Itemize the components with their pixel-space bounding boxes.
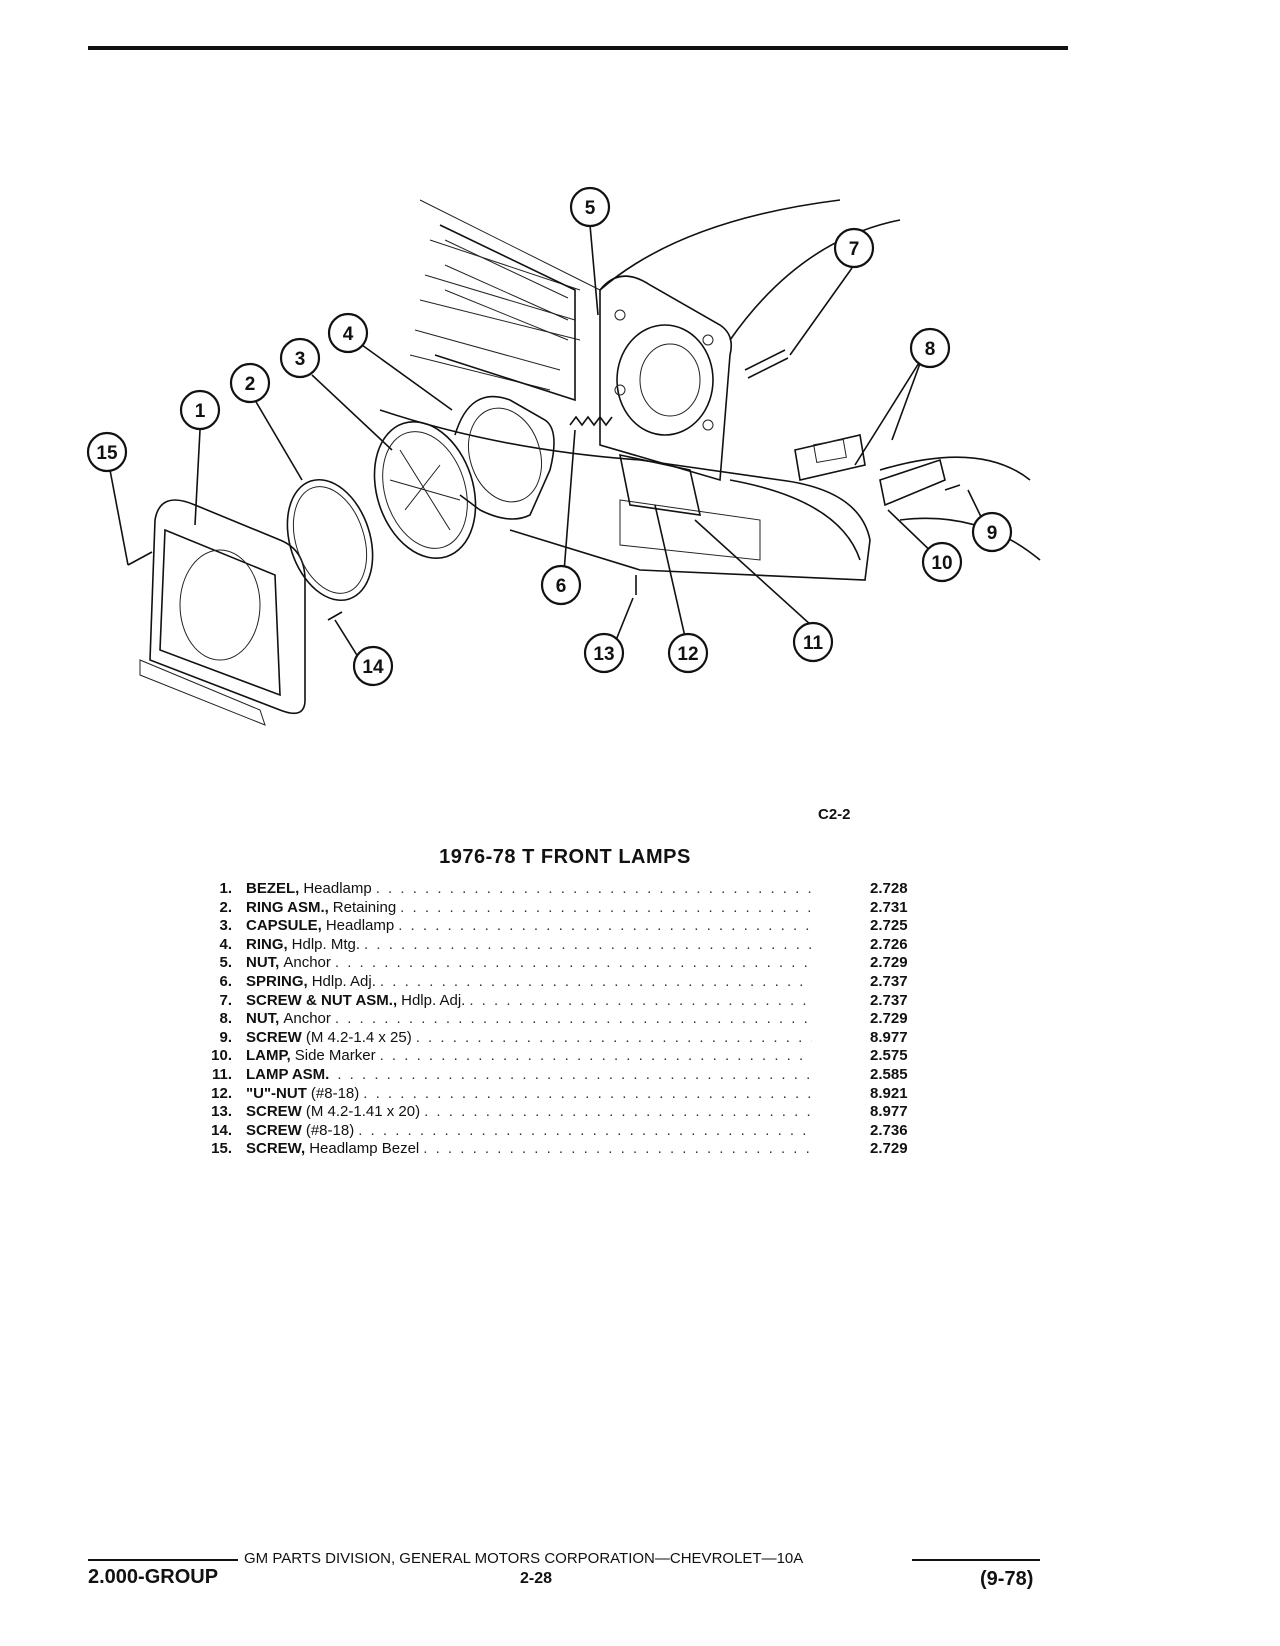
- svg-text:12: 12: [677, 644, 698, 665]
- headlamp-capsule-part: [373, 420, 477, 560]
- svg-text:13: 13: [593, 644, 614, 665]
- svg-text:15: 15: [96, 443, 118, 464]
- list-item: 8.NUT,Anchor2.729: [190, 1010, 950, 1029]
- list-item: 9.SCREW(M 4.2-1.4 x 25)8.977: [190, 1029, 950, 1048]
- list-item: 5.NUT,Anchor2.729: [190, 954, 950, 973]
- list-item: 7.SCREW & NUT ASM.,Hdlp. Adj.2.737: [190, 992, 950, 1011]
- footer-division: GM PARTS DIVISION, GENERAL MOTORS CORPOR…: [244, 1550, 804, 1567]
- vehicle-body: [379, 199, 1041, 581]
- callout-2: 2: [229, 362, 271, 404]
- svg-text:7: 7: [849, 239, 860, 260]
- spring-part: [569, 415, 613, 427]
- list-item: 10.LAMP,Side Marker2.575: [190, 1047, 950, 1066]
- callout-5: 5: [569, 186, 611, 228]
- list-item: 15.SCREW,Headlamp Bezel2.729: [190, 1140, 950, 1159]
- svg-text:9: 9: [987, 523, 998, 544]
- list-item: 2.RING ASM.,Retaining2.731: [190, 899, 950, 918]
- svg-text:8: 8: [925, 339, 936, 360]
- svg-text:14: 14: [362, 657, 384, 678]
- list-item: 11.LAMP ASM.2.585: [190, 1066, 950, 1085]
- callout-12: 12: [667, 632, 709, 674]
- footer-group: 2.000-GROUP: [88, 1566, 219, 1588]
- parts-list: 1.BEZEL,Headlamp2.728 2.RING ASM.,Retain…: [190, 880, 950, 1159]
- leader-lines: [109, 224, 986, 661]
- lamp-asm-part: [618, 453, 702, 516]
- retaining-ring-part: [286, 478, 374, 602]
- callout-7: 7: [833, 227, 875, 269]
- list-item: 14.SCREW(#8-18)2.736: [190, 1122, 950, 1141]
- screw-9-part: [944, 484, 961, 491]
- list-item: 6.SPRING,Hdlp. Adj.2.737: [190, 973, 950, 992]
- figure-code: C2-2: [818, 806, 851, 823]
- bezel-part: [139, 499, 306, 726]
- exploded-diagram: 1 2 3 4 5 6 7 8 9 10 11 12 13 14 15: [86, 186, 1041, 726]
- svg-text:4: 4: [343, 324, 354, 345]
- mounting-ring-part: [454, 395, 555, 520]
- callout-14: 14: [352, 645, 394, 687]
- top-rule: [88, 46, 1068, 50]
- callout-15: 15: [86, 431, 128, 473]
- screw-14-part: [327, 611, 343, 621]
- footer-page-number: 2-28: [520, 1570, 553, 1587]
- list-item: 3.CAPSULE,Headlamp2.725: [190, 917, 950, 936]
- list-item: 13.SCREW(M 4.2-1.41 x 20)8.977: [190, 1103, 950, 1122]
- footer-rule-right: [912, 1559, 1040, 1561]
- list-item: 1.BEZEL,Headlamp2.728: [190, 880, 950, 899]
- svg-text:10: 10: [931, 553, 952, 574]
- footer-date: (9-78): [980, 1568, 1034, 1590]
- callout-13: 13: [583, 632, 625, 674]
- svg-text:3: 3: [295, 349, 306, 370]
- svg-text:11: 11: [803, 633, 824, 654]
- callout-8: 8: [909, 327, 951, 369]
- footer-rule-left: [88, 1559, 238, 1561]
- screw-15-part: [127, 551, 153, 566]
- callout-4: 4: [327, 312, 369, 354]
- callout-11: 11: [792, 621, 834, 663]
- page-title: 1976-78 T FRONT LAMPS: [439, 846, 691, 868]
- side-marker-part: [879, 458, 946, 507]
- callout-10: 10: [921, 541, 963, 583]
- svg-text:1: 1: [195, 401, 206, 422]
- list-item: 4.RING,Hdlp. Mtg.2.726: [190, 936, 950, 955]
- callout-1: 1: [179, 389, 221, 431]
- svg-text:5: 5: [585, 198, 596, 219]
- adjust-screw-part: [744, 349, 789, 379]
- svg-text:2: 2: [245, 374, 256, 395]
- list-item: 12."U"-NUT(#8-18)8.921: [190, 1085, 950, 1104]
- callout-6: 6: [540, 564, 582, 606]
- svg-text:6: 6: [556, 576, 567, 597]
- callout-3: 3: [279, 337, 321, 379]
- callout-9: 9: [971, 511, 1013, 553]
